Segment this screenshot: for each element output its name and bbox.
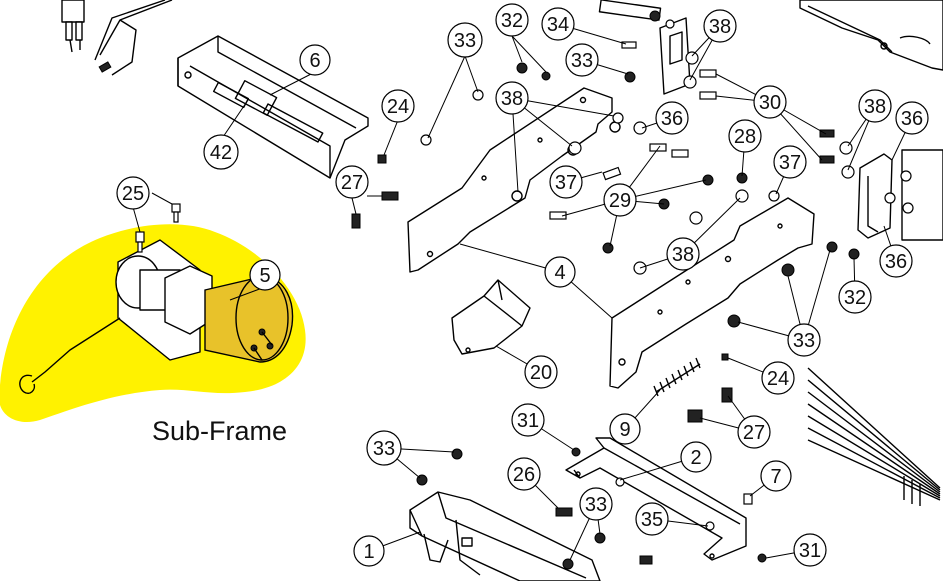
cable-bundle (807, 367, 941, 506)
winch-hook (19, 374, 36, 394)
callout-label-33-e: 33 (585, 494, 607, 516)
callout-27-a[interactable]: 27 (335, 165, 369, 199)
callout-label-37-a: 37 (555, 172, 577, 194)
callout-30[interactable]: 30 (753, 85, 787, 119)
callout-label-24-b: 24 (767, 368, 789, 390)
callout-label-33-a: 33 (454, 30, 476, 52)
callout-label-27-a: 27 (341, 172, 363, 194)
callout-42[interactable]: 42 (203, 134, 239, 170)
callout-27-b[interactable]: 27 (737, 415, 771, 449)
callout-label-33-b: 33 (571, 50, 593, 72)
callout-label-5: 5 (259, 265, 270, 287)
callout-37-a[interactable]: 37 (549, 165, 583, 199)
side-bracket-upper (407, 87, 621, 273)
callout-label-31-a: 31 (517, 410, 539, 432)
callout-label-28: 28 (734, 126, 756, 148)
callout-29[interactable]: 29 (603, 183, 637, 217)
callout-label-6: 6 (309, 50, 320, 72)
callout-label-36-c: 36 (885, 251, 907, 273)
callout-label-30: 30 (759, 92, 781, 114)
callout-label-42: 42 (210, 142, 232, 164)
callout-36-c[interactable]: 36 (879, 244, 913, 278)
callout-label-20: 20 (530, 362, 552, 384)
callout-34[interactable]: 34 (541, 7, 575, 41)
side-bracket-lower (609, 197, 815, 389)
callout-label-26: 26 (513, 464, 535, 486)
callout-7[interactable]: 7 (760, 460, 792, 492)
callout-9[interactable]: 9 (609, 413, 641, 445)
callout-33-e[interactable]: 33 (579, 487, 613, 521)
callout-36-b[interactable]: 36 (895, 101, 929, 135)
callout-24-a[interactable]: 24 (381, 89, 415, 123)
callout-label-4: 4 (554, 262, 565, 284)
section-label-sub-frame: Sub-Frame (152, 416, 288, 446)
callout-label-38-a: 38 (501, 88, 523, 110)
callout-33-a[interactable]: 33 (447, 22, 483, 58)
spring (653, 357, 701, 397)
callout-25[interactable]: 25 (116, 176, 150, 210)
callout-label-38-c: 38 (672, 244, 694, 266)
bolts-25 (135, 203, 181, 253)
callout-label-31-b: 31 (799, 540, 821, 562)
callout-label-36-a: 36 (661, 108, 683, 130)
callout-label-1: 1 (363, 541, 374, 563)
right-bracket-top (799, 0, 943, 71)
callout-label-34: 34 (547, 14, 569, 36)
callout-32-a[interactable]: 32 (495, 3, 529, 37)
cover-plate (451, 279, 531, 355)
callout-38-b[interactable]: 38 (703, 9, 737, 43)
callout-label-36-b: 36 (901, 108, 923, 130)
callout-label-33-d: 33 (373, 438, 395, 460)
cross-bar (565, 437, 747, 561)
winch-cable (31, 317, 121, 383)
callout-4[interactable]: 4 (544, 256, 576, 288)
callout-label-27-b: 27 (743, 422, 765, 444)
fasteners (351, 10, 914, 570)
callout-label-35: 35 (641, 509, 663, 531)
callout-28[interactable]: 28 (728, 119, 762, 153)
right-bracket-side (857, 149, 943, 241)
toggle-switch (61, 0, 85, 53)
main-frame (409, 491, 601, 581)
winch-assembly (19, 239, 294, 394)
callout-5[interactable]: 5 (249, 259, 281, 291)
callouts: 6 42 5 25 24 27 33 32 34 33 38 38 30 36 … (116, 3, 929, 567)
callout-6[interactable]: 6 (299, 44, 331, 76)
callout-38-c[interactable]: 38 (666, 237, 700, 271)
callout-label-32-b: 32 (844, 287, 866, 309)
top-plate-slotted (598, 0, 691, 95)
callout-35[interactable]: 35 (635, 502, 669, 536)
callout-38-a[interactable]: 38 (495, 81, 529, 115)
callout-label-38-b: 38 (709, 16, 731, 38)
callout-label-9: 9 (619, 419, 630, 441)
callout-36-a[interactable]: 36 (655, 101, 689, 135)
wire-harness (94, 0, 173, 76)
callout-1[interactable]: 1 (353, 535, 385, 567)
callout-label-7: 7 (770, 466, 781, 488)
callout-37-b[interactable]: 37 (773, 145, 807, 179)
callout-33-b[interactable]: 33 (565, 43, 599, 77)
callout-24-b[interactable]: 24 (761, 361, 795, 395)
callout-33-d[interactable]: 33 (366, 430, 402, 466)
callout-label-37-b: 37 (779, 152, 801, 174)
callout-31-a[interactable]: 31 (511, 403, 545, 437)
callout-label-24-a: 24 (387, 96, 409, 118)
callout-label-25: 25 (122, 183, 144, 205)
callout-31-b[interactable]: 31 (793, 533, 827, 567)
callout-20[interactable]: 20 (524, 355, 558, 389)
callout-33-c[interactable]: 33 (787, 323, 821, 357)
callout-2[interactable]: 2 (680, 441, 712, 473)
callout-label-2: 2 (690, 447, 701, 469)
callout-label-33-c: 33 (793, 330, 815, 352)
callout-32-b[interactable]: 32 (838, 280, 872, 314)
fairlead-mount-plate (177, 35, 369, 179)
callout-label-38-d: 38 (864, 96, 886, 118)
callout-label-29: 29 (609, 190, 631, 212)
callout-label-32-a: 32 (501, 10, 523, 32)
callout-38-d[interactable]: 38 (858, 89, 892, 123)
callout-26[interactable]: 26 (507, 457, 541, 491)
